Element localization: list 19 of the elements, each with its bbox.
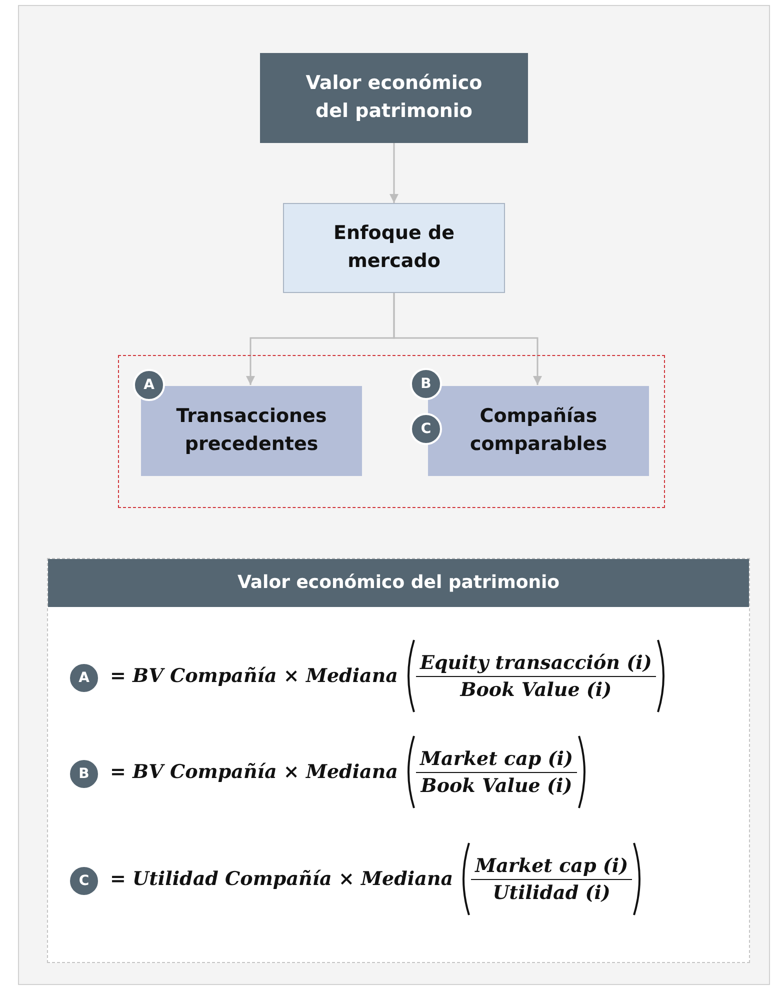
arrow (390, 143, 398, 203)
fraction-denominator: Book Value (i) (458, 678, 613, 700)
formula-panel (47, 558, 750, 963)
letter-badge: B (68, 758, 100, 790)
fraction-denominator: Book Value (i) (419, 774, 574, 796)
formula-text: = BV Compañía × Mediana (110, 761, 398, 783)
formula-text: = Utilidad Compañía × Mediana (110, 868, 454, 890)
fraction-numerator: Equity transacción (i) (416, 652, 656, 676)
formula-text: = BV Compañía × Mediana (110, 665, 398, 687)
letter-badge: C (68, 865, 100, 897)
fraction-numerator: Market cap (i) (416, 748, 577, 772)
process-box: Enfoque de mercado (283, 203, 505, 293)
process-box: Valor económico del patrimonio (260, 53, 528, 143)
fraction-denominator: Utilidad (i) (492, 880, 612, 904)
arrow (393, 293, 542, 385)
group-box (118, 355, 665, 508)
letter-badge: A (68, 662, 100, 694)
fraction-numerator: Market cap (i) (471, 854, 632, 880)
panel-header: Valor económico del patrimonio (48, 559, 749, 607)
